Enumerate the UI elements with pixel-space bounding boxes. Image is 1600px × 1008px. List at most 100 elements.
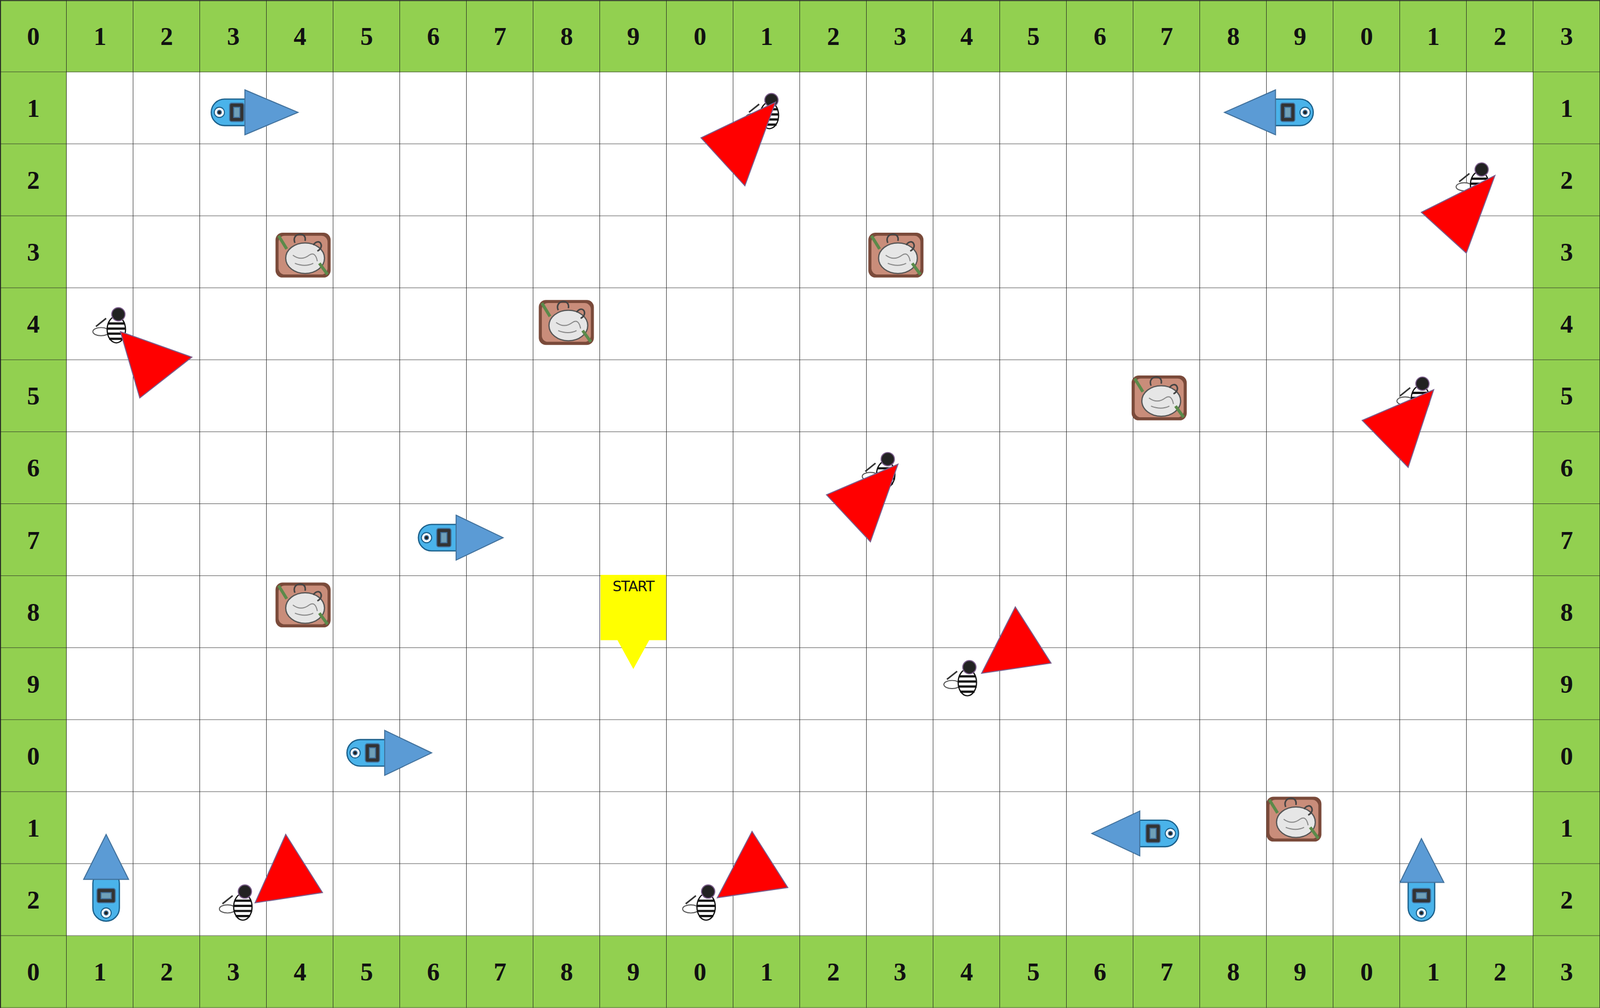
- coordinate-number: 5: [26, 381, 40, 411]
- coordinate-cell: 1: [733, 936, 800, 1008]
- coordinate-number: 4: [26, 309, 40, 339]
- coordinate-number: 0: [1560, 741, 1574, 771]
- coordinate-cell: 7: [1133, 0, 1200, 72]
- coordinate-number: 7: [493, 957, 507, 987]
- coordinate-cell: 2: [133, 0, 200, 72]
- coordinate-number: 6: [1560, 453, 1574, 483]
- coordinate-cell: 9: [1266, 936, 1334, 1008]
- coordinate-number: 2: [160, 21, 174, 51]
- coordinate-cell: 1: [1400, 936, 1467, 1008]
- coordinate-cell: 6: [1066, 0, 1134, 72]
- coordinate-number: 2: [826, 957, 840, 987]
- coordinate-number: 9: [626, 21, 640, 51]
- coordinate-cell: 4: [933, 0, 1000, 72]
- coordinate-cell: 6: [400, 0, 467, 72]
- coordinate-cell: 9: [600, 936, 667, 1008]
- coordinate-number: 1: [760, 21, 774, 51]
- coordinate-number: 4: [960, 21, 974, 51]
- coordinate-number: 9: [1293, 21, 1307, 51]
- coordinate-number: 3: [1560, 957, 1574, 987]
- coordinate-cell: 1: [1400, 0, 1467, 72]
- coordinate-number: 4: [293, 21, 307, 51]
- coordinate-cell: 4: [266, 0, 334, 72]
- coordinate-cell: 2: [133, 936, 200, 1008]
- coordinate-cell: 6: [1066, 936, 1134, 1008]
- coordinate-cell: 8: [1200, 936, 1267, 1008]
- coordinate-cell: 6: [400, 936, 467, 1008]
- coordinate-number: 1: [1560, 813, 1574, 843]
- coordinate-cell: 5: [1000, 0, 1067, 72]
- coordinate-cell: 9: [0, 648, 67, 721]
- coordinate-cell: 2: [0, 864, 67, 937]
- coordinate-number: 3: [26, 237, 40, 267]
- coordinate-cell: 1: [1533, 792, 1600, 865]
- coordinate-number: 5: [1026, 21, 1040, 51]
- coordinate-cell: 7: [466, 936, 534, 1008]
- coordinate-number: 2: [26, 165, 40, 195]
- coordinate-number: 3: [1560, 237, 1574, 267]
- coordinate-number: 7: [493, 21, 507, 51]
- coordinate-cell: 9: [1266, 0, 1334, 72]
- coordinate-cell: 0: [666, 936, 734, 1008]
- coordinate-cell: 0: [0, 720, 67, 793]
- coordinate-cell: 2: [1466, 936, 1534, 1008]
- coordinate-cell: 3: [866, 936, 934, 1008]
- coordinate-cell: 5: [0, 360, 67, 433]
- coordinate-cell: 2: [1466, 0, 1534, 72]
- coordinate-number: 7: [26, 525, 40, 556]
- coordinate-number: 5: [1026, 957, 1040, 987]
- coordinate-number: 0: [26, 21, 40, 51]
- coordinate-cell: 8: [1533, 576, 1600, 649]
- coordinate-cell: 2: [0, 143, 67, 216]
- coordinate-cell: 3: [0, 215, 67, 288]
- coordinate-cell: 5: [1533, 360, 1600, 433]
- coordinate-number: 9: [26, 669, 40, 699]
- coordinate-cell: 7: [1133, 936, 1200, 1008]
- coordinate-number: 1: [1426, 957, 1440, 987]
- coordinate-cell: 0: [666, 0, 734, 72]
- coordinate-cell: 3: [1533, 215, 1600, 288]
- coordinate-cell: 1: [0, 71, 67, 144]
- coordinate-number: 8: [1560, 597, 1574, 627]
- coordinate-number: 2: [1560, 165, 1574, 195]
- coordinate-cell: 3: [1533, 0, 1600, 72]
- coordinate-cell: 9: [600, 0, 667, 72]
- coordinate-cell: 4: [1533, 288, 1600, 361]
- coordinate-cell: 0: [1533, 720, 1600, 793]
- start-label: START: [600, 575, 667, 595]
- coordinate-number: 4: [960, 957, 974, 987]
- coordinate-cell: 3: [1533, 936, 1600, 1008]
- coordinate-cell: 8: [0, 576, 67, 649]
- coordinate-number: 1: [93, 957, 107, 987]
- coordinate-cell: 7: [1533, 504, 1600, 577]
- coordinate-number: 8: [560, 957, 574, 987]
- coordinate-number: 9: [626, 957, 640, 987]
- coordinate-cell: 1: [66, 0, 134, 72]
- coordinate-number: 1: [760, 957, 774, 987]
- coordinate-number: 9: [1293, 957, 1307, 987]
- coordinate-number: 6: [26, 453, 40, 483]
- coordinate-cell: 2: [800, 0, 867, 72]
- coordinate-number: 0: [693, 957, 707, 987]
- coordinate-cell: 3: [866, 0, 934, 72]
- coordinate-cell: 4: [266, 936, 334, 1008]
- coordinate-number: 1: [26, 93, 40, 123]
- coordinate-number: 1: [26, 813, 40, 843]
- coordinate-cell: 9: [1533, 648, 1600, 721]
- coordinate-number: 8: [1226, 21, 1240, 51]
- coordinate-number: 1: [1426, 21, 1440, 51]
- coordinate-cell: 1: [0, 792, 67, 865]
- coordinate-cell: 2: [1533, 143, 1600, 216]
- coordinate-cell: 8: [533, 936, 600, 1008]
- coordinate-number: 2: [826, 21, 840, 51]
- coordinate-number: 0: [1360, 957, 1374, 987]
- coordinate-cell: 3: [200, 0, 267, 72]
- coordinate-number: 3: [893, 21, 907, 51]
- coordinate-cell: 7: [0, 504, 67, 577]
- coordinate-cell: 0: [1333, 0, 1400, 72]
- coordinate-cell: 8: [1200, 0, 1267, 72]
- coordinate-number: 7: [1160, 957, 1174, 987]
- coordinate-number: 3: [893, 957, 907, 987]
- coordinate-number: 3: [1560, 21, 1574, 51]
